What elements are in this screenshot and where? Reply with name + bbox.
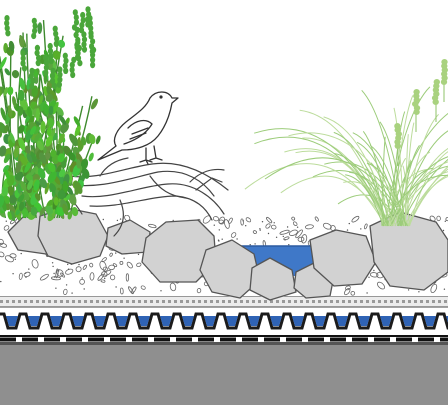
songbird [98,92,178,164]
filter-fleece [0,296,448,307]
lavender-shrub [0,6,102,222]
roof-deck [0,342,448,405]
drainage-board [0,307,448,334]
ornamental-grass [245,59,448,226]
protection-membrane [0,334,448,342]
